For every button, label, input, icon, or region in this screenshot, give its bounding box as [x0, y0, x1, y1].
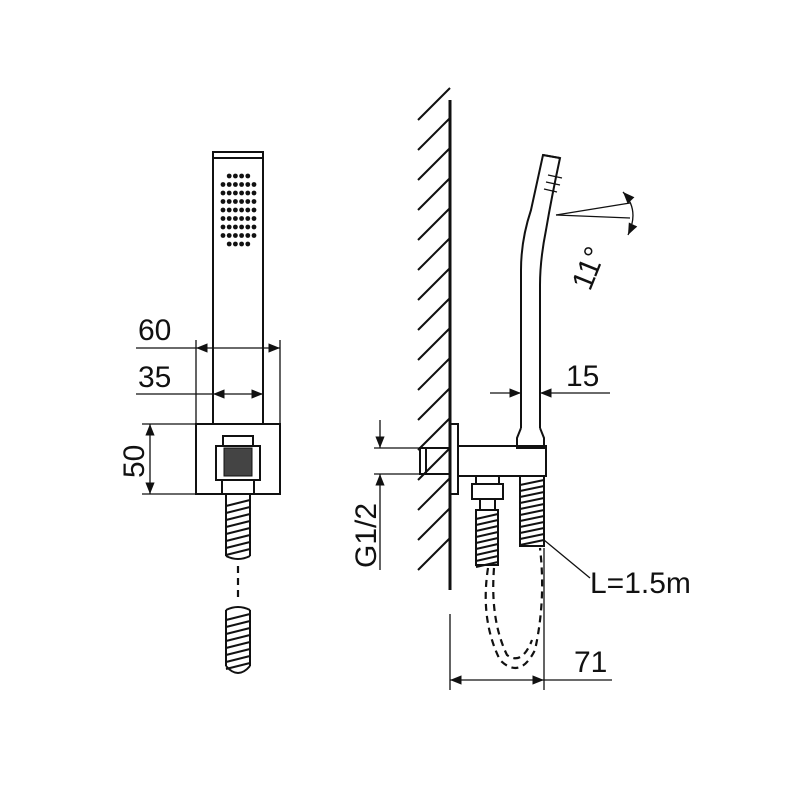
- dim-height-50: 50: [118, 445, 151, 478]
- hose-lower-front: [225, 606, 251, 674]
- hose-left-side: [475, 509, 499, 568]
- thread-connector: [419, 447, 451, 475]
- wall-hatching: [417, 87, 451, 571]
- side-view: 11° L=1.5m 15: [350, 87, 691, 690]
- hand-shower-side: [520, 153, 562, 428]
- dim-angle-11: 11°: [566, 242, 613, 294]
- hose-loop: [484, 547, 544, 670]
- front-view: 60 35 50: [118, 151, 281, 674]
- hose-connector-knurl: [223, 447, 253, 477]
- dim-width-35: 35: [138, 361, 171, 394]
- dim-diameter-15: 15: [566, 360, 599, 393]
- bracket-body-side: [457, 445, 547, 477]
- dim-depth-71: 71: [574, 646, 607, 679]
- hose-upper-front: [225, 494, 251, 560]
- spray-nozzle-grid: [220, 173, 257, 247]
- dim-hose-length: L=1.5m: [590, 567, 691, 600]
- dim-width-60: 60: [138, 314, 171, 347]
- dim-thread-g12: G1/2: [350, 503, 383, 568]
- hose-right-side: [519, 475, 545, 547]
